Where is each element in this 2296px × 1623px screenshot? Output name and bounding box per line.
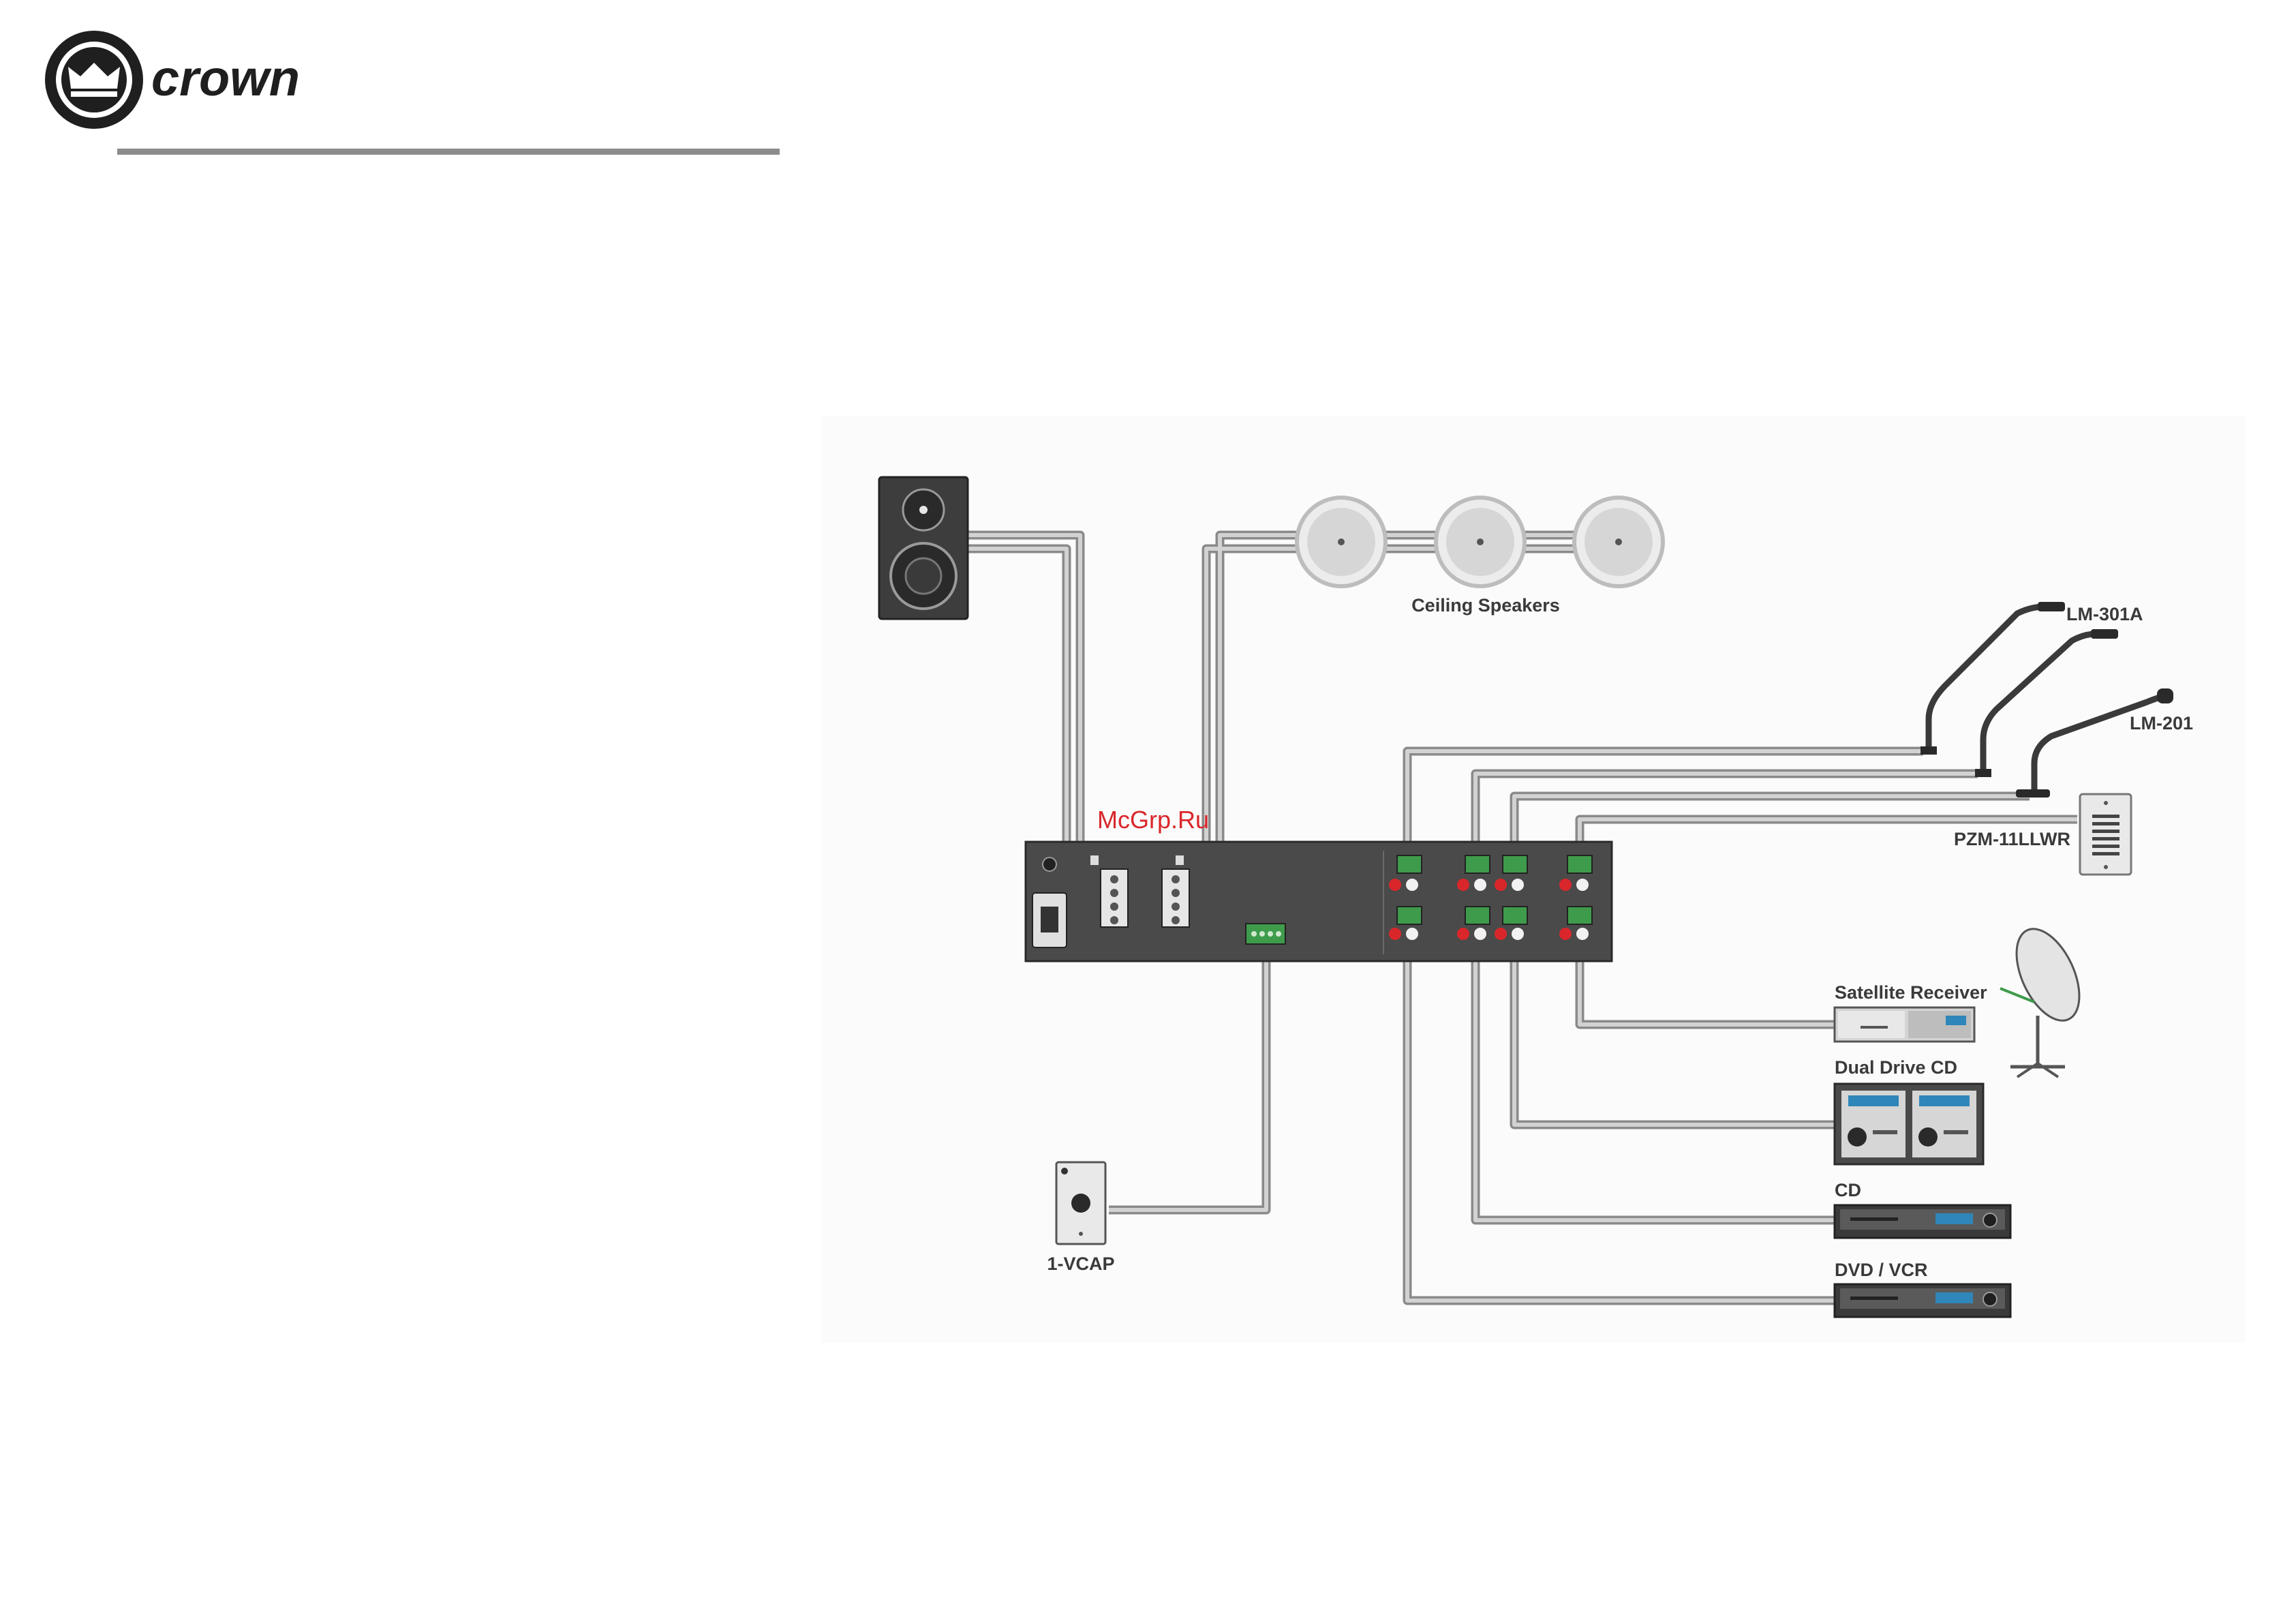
header-rule	[117, 149, 780, 155]
logo-wordmark: crown	[151, 50, 300, 106]
dual-drive-cd	[1835, 1084, 1983, 1164]
ceiling-speaker-1	[1297, 498, 1386, 586]
cd-player	[1835, 1205, 2010, 1238]
ceiling-speakers-label: Ceiling Speakers	[1411, 595, 1560, 616]
main-speaker	[879, 477, 968, 619]
vcap-wall-plate	[1056, 1162, 1105, 1244]
cd-label: CD	[1835, 1180, 1861, 1200]
dual-drive-cd-label: Dual Drive CD	[1835, 1057, 1957, 1078]
watermark: McGrp.Ru	[1097, 806, 1209, 834]
satellite-receiver	[1835, 1007, 1974, 1042]
volume-knob-icon	[1071, 1194, 1090, 1213]
remote-control-connector	[1246, 924, 1285, 944]
satellite-receiver-label: Satellite Receiver	[1835, 982, 1987, 1003]
ceiling-speaker-2	[1436, 498, 1525, 586]
power-switch-icon	[1043, 858, 1056, 871]
lm201-label: LM-201	[2130, 713, 2193, 733]
crown-logo: crown	[45, 31, 300, 129]
vcap-label: 1-VCAP	[1047, 1254, 1114, 1274]
mixer-amplifier-unit	[1026, 842, 1612, 961]
dvd-vcr-label: DVD / VCR	[1835, 1260, 1928, 1280]
pzm-label: PZM-11LLWR	[1954, 829, 2070, 849]
pzm-wall-plate	[2080, 794, 2131, 875]
dvd-vcr-player	[1835, 1284, 2010, 1317]
ceiling-speaker-3	[1574, 498, 1663, 586]
lm301a-label: LM-301A	[2066, 604, 2143, 624]
